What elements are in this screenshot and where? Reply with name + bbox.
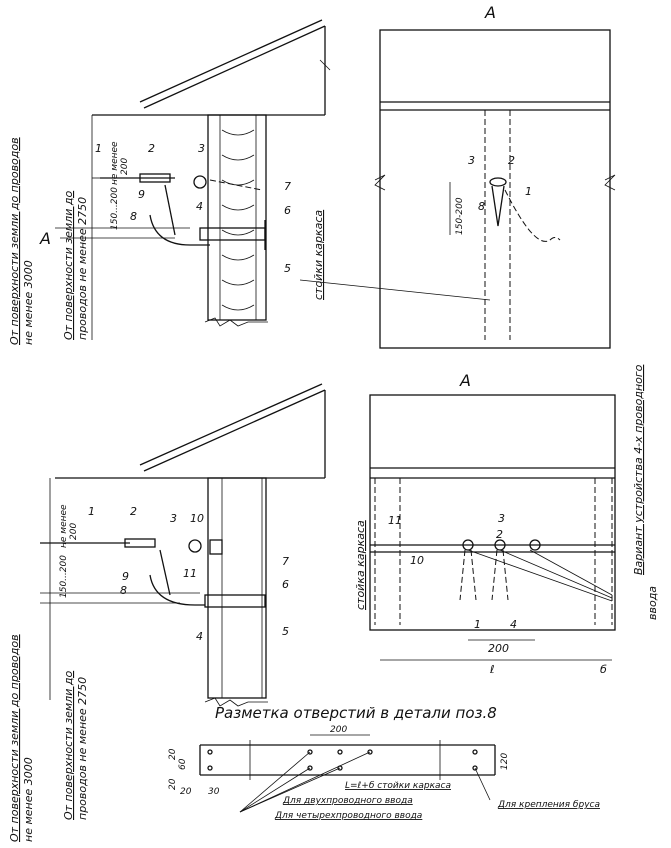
pos-4-label: 4 [196, 200, 203, 213]
svg-text:3: 3 [498, 512, 505, 525]
detail-two-wire: Для двухпроводного ввода [282, 796, 413, 806]
ground-text-2b: проводов не менее 2750 [76, 197, 89, 340]
pos-3-label: 3 [198, 142, 205, 155]
detail-section: Разметка отверстий в детали поз.8 200 20… [168, 704, 600, 821]
variant-title-1: Вариант устройства 4-х проводного [632, 364, 645, 575]
pos-6-label: 6 [284, 204, 291, 217]
ground-text-3b: не менее 3000 [22, 757, 35, 842]
detail-bracket: Для крепления бруса [497, 800, 600, 810]
view-A-bottom-frame [369, 394, 616, 631]
svg-text:11: 11 [183, 567, 197, 580]
view-A-bottom: А [459, 371, 471, 390]
svg-text:200: 200 [488, 642, 509, 655]
svg-text:4: 4 [510, 618, 517, 631]
ground-text-1: От поверхности земли до проводов [8, 137, 21, 345]
frame-post-top-text: стойки каркаса [312, 210, 325, 300]
svg-text:150...200: 150...200 [59, 555, 69, 598]
detail-four-wire: Для четырехпроводного ввода [274, 811, 422, 821]
ground-text-4b: проводов не менее 2750 [76, 677, 89, 820]
svg-text:1: 1 [88, 505, 95, 518]
ground-text-2: От поверхности земли до [62, 191, 75, 340]
svg-text:30: 30 [208, 787, 220, 797]
top-right-view: А 3 2 1 8 150-200 [374, 3, 616, 349]
dim-not-less-top: не менее [110, 141, 120, 185]
pos-9-label: 9 [138, 188, 145, 201]
bottom-left-section: 1 2 3 10 9 8 11 4 7 6 5 не менее 200 150… [8, 383, 326, 842]
wall-section [207, 114, 267, 321]
svg-text:200: 200 [69, 523, 79, 540]
detail-title: Разметка отверстий в детали поз.8 [215, 704, 497, 722]
pos-2-label: 2 [148, 142, 155, 155]
detail-formula: L=ℓ+б стойки каркаса [345, 781, 451, 791]
svg-text:3: 3 [170, 512, 177, 525]
svg-text:б: б [600, 663, 607, 676]
bottom-right-view: А 200 ℓ б 11 10 3 2 1 4 стойка каркаса В… [354, 364, 659, 676]
pos-8-label: 8 [130, 210, 137, 223]
dim-150-200-top: 150...200 [110, 187, 120, 230]
view-A-top-frame [379, 29, 611, 349]
svg-text:20: 20 [168, 748, 178, 760]
ground-text-4: От поверхности земли до [62, 671, 75, 820]
svg-text:11: 11 [388, 514, 402, 527]
svg-text:200: 200 [330, 725, 347, 735]
svg-text:10: 10 [190, 512, 204, 525]
svg-text:7: 7 [282, 555, 289, 568]
svg-text:8: 8 [478, 200, 485, 213]
svg-text:150-200: 150-200 [455, 197, 465, 235]
svg-text:120: 120 [500, 753, 510, 770]
view-A-top: А [484, 3, 496, 22]
svg-text:20: 20 [180, 787, 192, 797]
svg-text:ℓ: ℓ [489, 663, 495, 676]
section-mark-A: А [39, 229, 51, 248]
top-left-section: 1 2 3 9 8 4 7 6 5 А не менее 200 150...2… [8, 19, 491, 345]
pos-5-label: 5 [284, 262, 291, 275]
ground-text-1b: не менее 3000 [22, 260, 35, 345]
svg-text:2: 2 [508, 154, 515, 167]
svg-text:10: 10 [410, 554, 424, 567]
svg-text:1: 1 [474, 618, 481, 631]
wall-section-2 [207, 477, 267, 699]
svg-text:9: 9 [122, 570, 129, 583]
dim-200-top: 200 [120, 158, 130, 175]
roof-line-2 [139, 383, 323, 466]
svg-text:6: 6 [282, 578, 289, 591]
svg-text:2: 2 [130, 505, 137, 518]
svg-text:1: 1 [525, 185, 532, 198]
svg-text:20: 20 [168, 778, 178, 790]
svg-text:60: 60 [178, 758, 188, 770]
variant-title-2: ввода [646, 586, 659, 620]
roof-line [139, 19, 323, 103]
svg-text:2: 2 [496, 528, 503, 541]
frame-post-bottom-text: стойка каркаса [354, 520, 367, 610]
svg-text:8: 8 [120, 584, 127, 597]
ground-text-3: От поверхности земли до проводов [8, 634, 21, 842]
svg-text:4: 4 [196, 630, 203, 643]
svg-text:3: 3 [468, 154, 475, 167]
pos-1-label: 1 [95, 142, 102, 155]
pos-7-label: 7 [284, 180, 291, 193]
svg-text:5: 5 [282, 625, 289, 638]
svg-text:не менее: не менее [59, 504, 69, 548]
